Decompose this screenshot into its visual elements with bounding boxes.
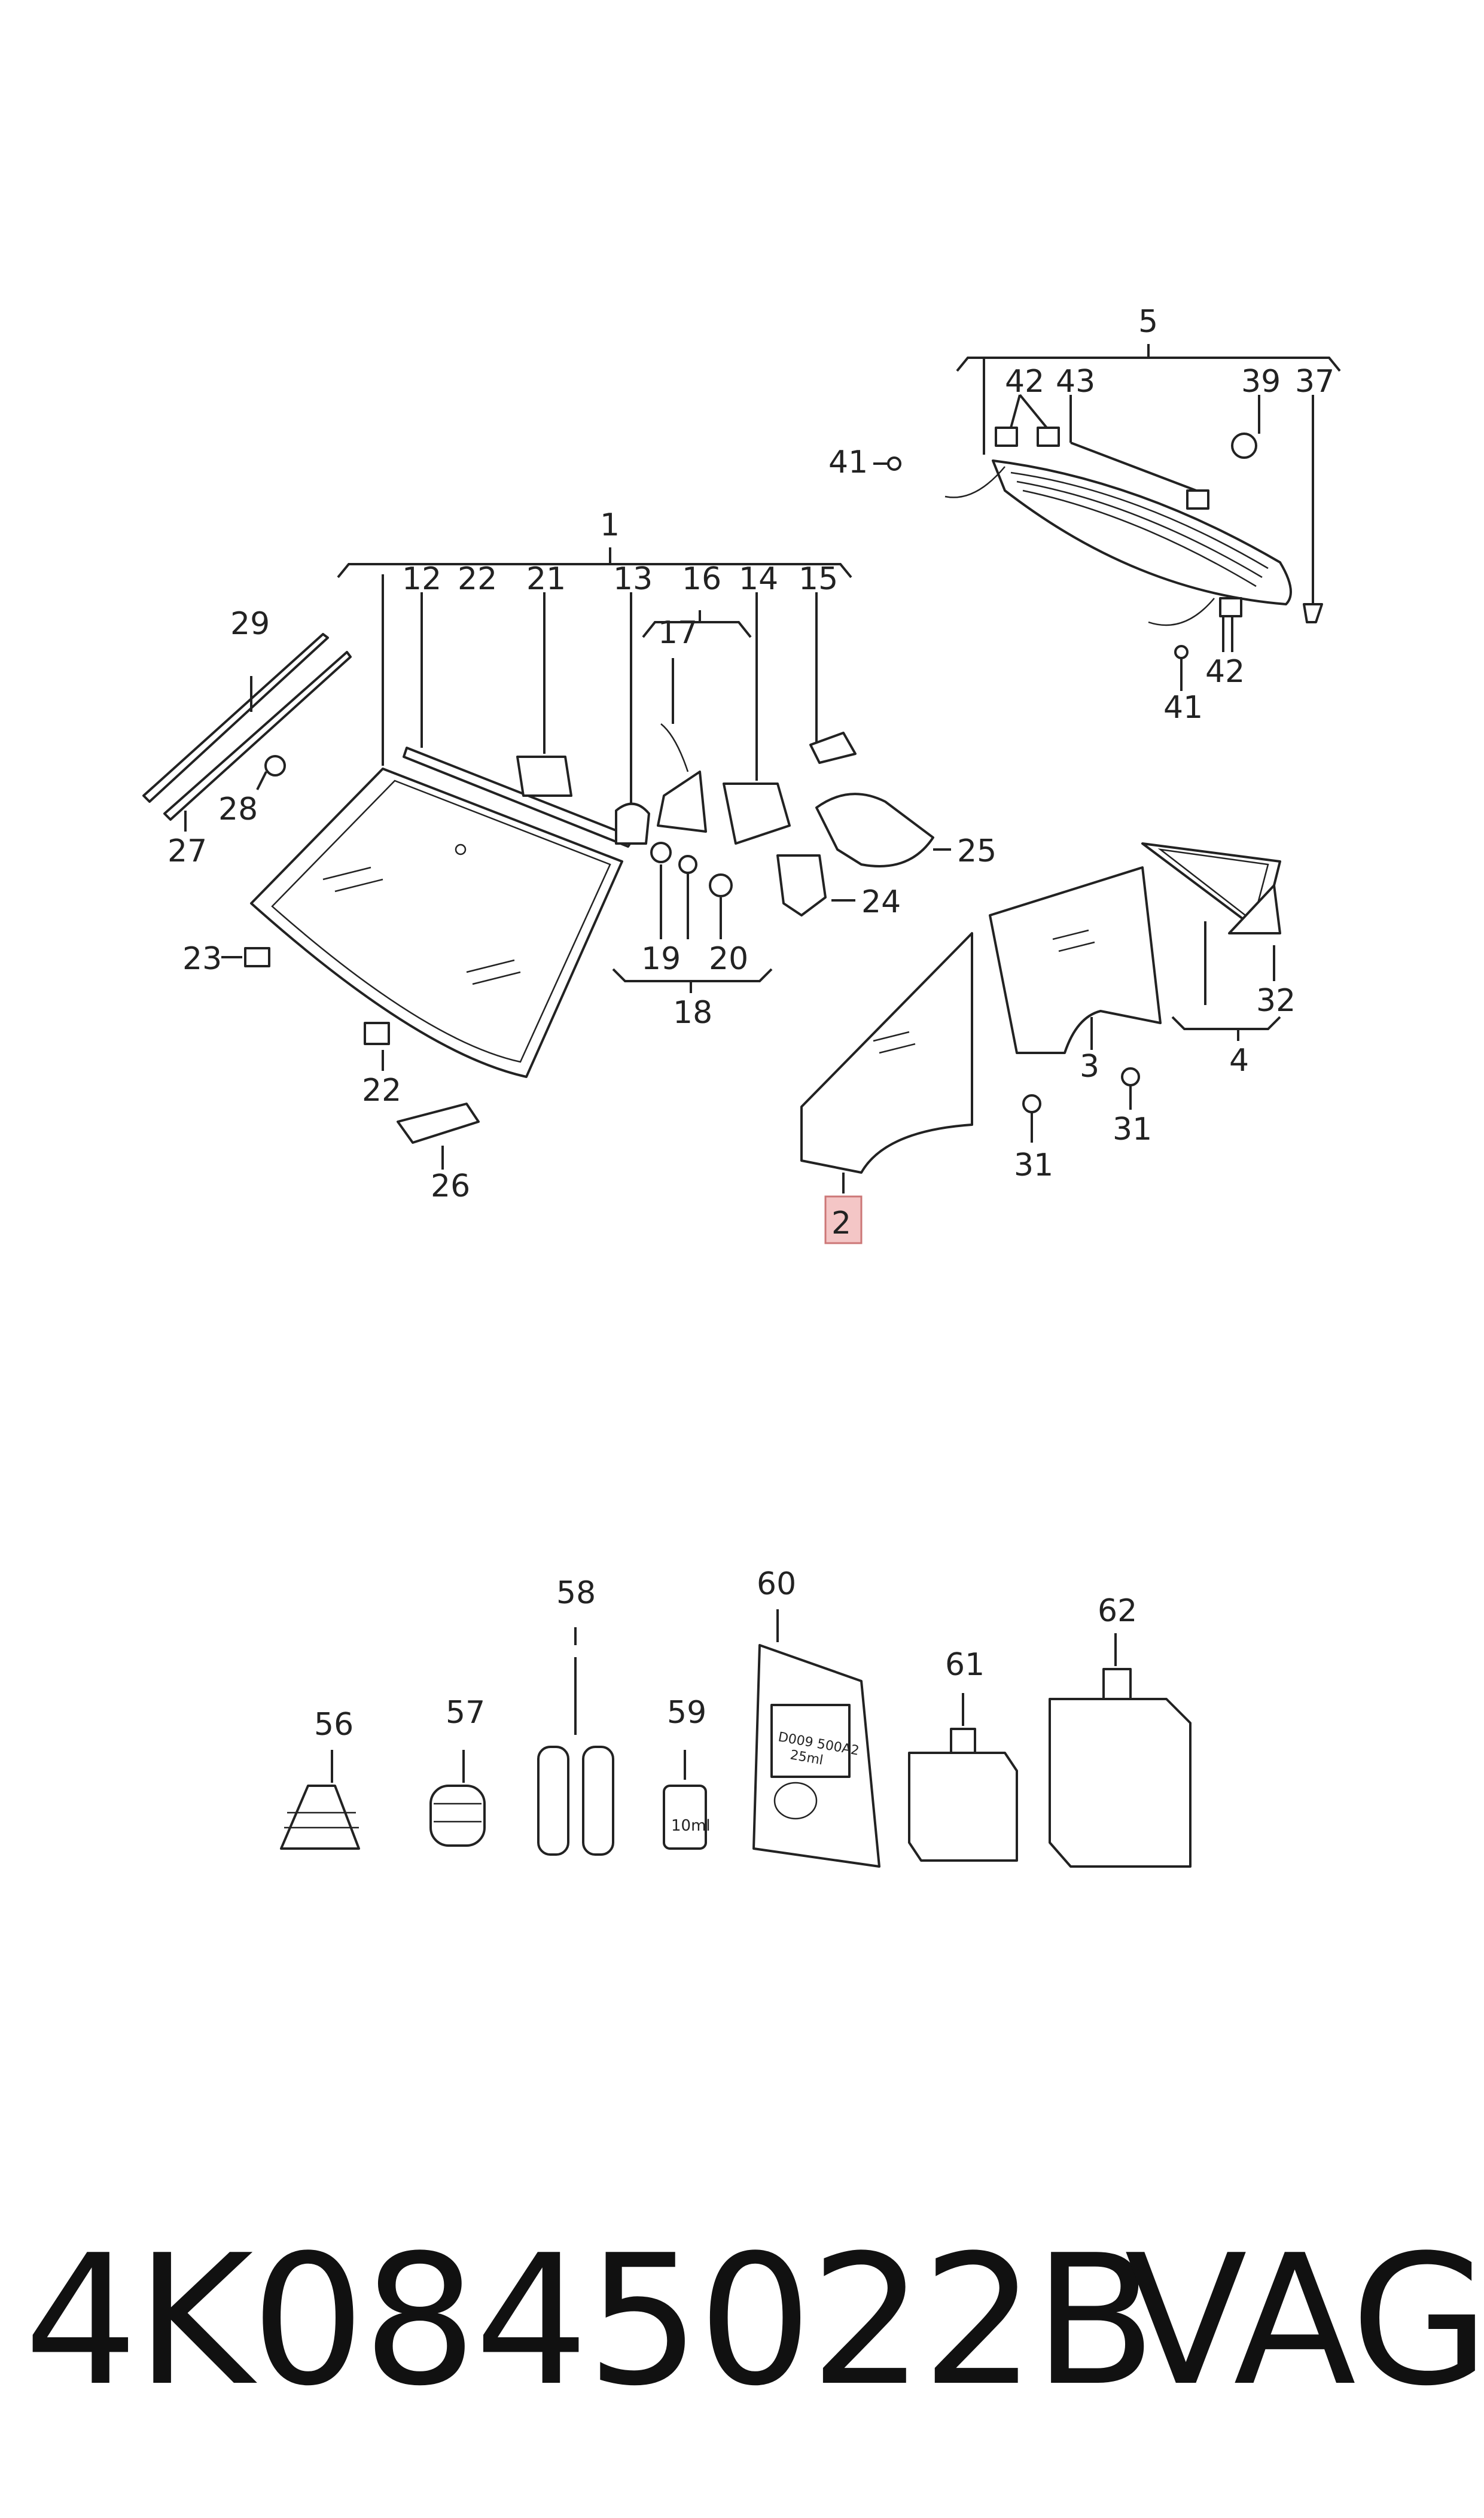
parts-diagram: 10ml D009 500A2 25ml 1 2 3 4 5 12 13 14 … xyxy=(142,304,1341,1868)
callout-23: 23 xyxy=(182,941,222,977)
callout-60: 60 xyxy=(757,1566,796,1602)
callout-15: 15 xyxy=(799,561,838,597)
callout-27: 27 xyxy=(167,833,207,869)
callout-21: 21 xyxy=(526,561,566,597)
rear-window-assembly xyxy=(873,344,1341,691)
callout-19: 19 xyxy=(641,941,681,977)
brand-name: VAG xyxy=(1125,2216,1484,2425)
callout-32: 32 xyxy=(1256,983,1296,1019)
callout-labels: 1 2 3 4 5 12 13 14 15 16 17 18 19 20 21 … xyxy=(167,304,1334,1743)
callout-57: 57 xyxy=(446,1695,485,1731)
callout-42-bottom: 42 xyxy=(1205,654,1245,690)
callout-2: 2 xyxy=(831,1205,851,1241)
callout-13: 13 xyxy=(613,561,653,597)
callout-22-top: 22 xyxy=(458,561,497,597)
callout-4: 4 xyxy=(1229,1043,1249,1079)
callout-18: 18 xyxy=(673,995,712,1031)
callout-28: 28 xyxy=(218,791,258,827)
side-windows xyxy=(800,842,1281,1244)
callout-31-left: 31 xyxy=(1014,1147,1053,1183)
callout-58: 58 xyxy=(556,1575,596,1611)
callout-12: 12 xyxy=(402,561,441,597)
windshield-assembly xyxy=(142,547,951,1170)
callout-59: 59 xyxy=(667,1695,706,1731)
callout-5: 5 xyxy=(1138,304,1158,340)
callout-17: 17 xyxy=(658,615,697,651)
callout-14: 14 xyxy=(739,561,778,597)
callout-42-top: 42 xyxy=(1005,364,1044,400)
callout-29: 29 xyxy=(230,606,270,642)
callout-24: 24 xyxy=(861,884,901,920)
callout-20: 20 xyxy=(709,941,748,977)
callout-1: 1 xyxy=(600,507,620,543)
callout-41-bottom: 41 xyxy=(1163,690,1203,726)
part-number: 4K0845022B xyxy=(24,2216,1156,2425)
callout-16: 16 xyxy=(682,561,721,597)
callout-31-right: 31 xyxy=(1113,1112,1152,1147)
bottle-label: 10ml xyxy=(671,1817,711,1835)
consumables: 10ml D009 500A2 25ml xyxy=(280,1609,1192,1868)
callout-22-bottom: 22 xyxy=(362,1073,401,1109)
callout-62: 62 xyxy=(1098,1593,1137,1629)
highlight-box-part-2 xyxy=(824,1195,863,1244)
callout-37: 37 xyxy=(1295,364,1334,400)
callout-43: 43 xyxy=(1056,364,1095,400)
callout-26: 26 xyxy=(431,1168,470,1204)
callout-3: 3 xyxy=(1080,1049,1099,1085)
callout-25: 25 xyxy=(957,833,997,869)
callout-56: 56 xyxy=(314,1707,354,1743)
callout-61: 61 xyxy=(945,1647,985,1683)
callout-39: 39 xyxy=(1241,364,1281,400)
callout-41-top: 41 xyxy=(828,444,868,480)
